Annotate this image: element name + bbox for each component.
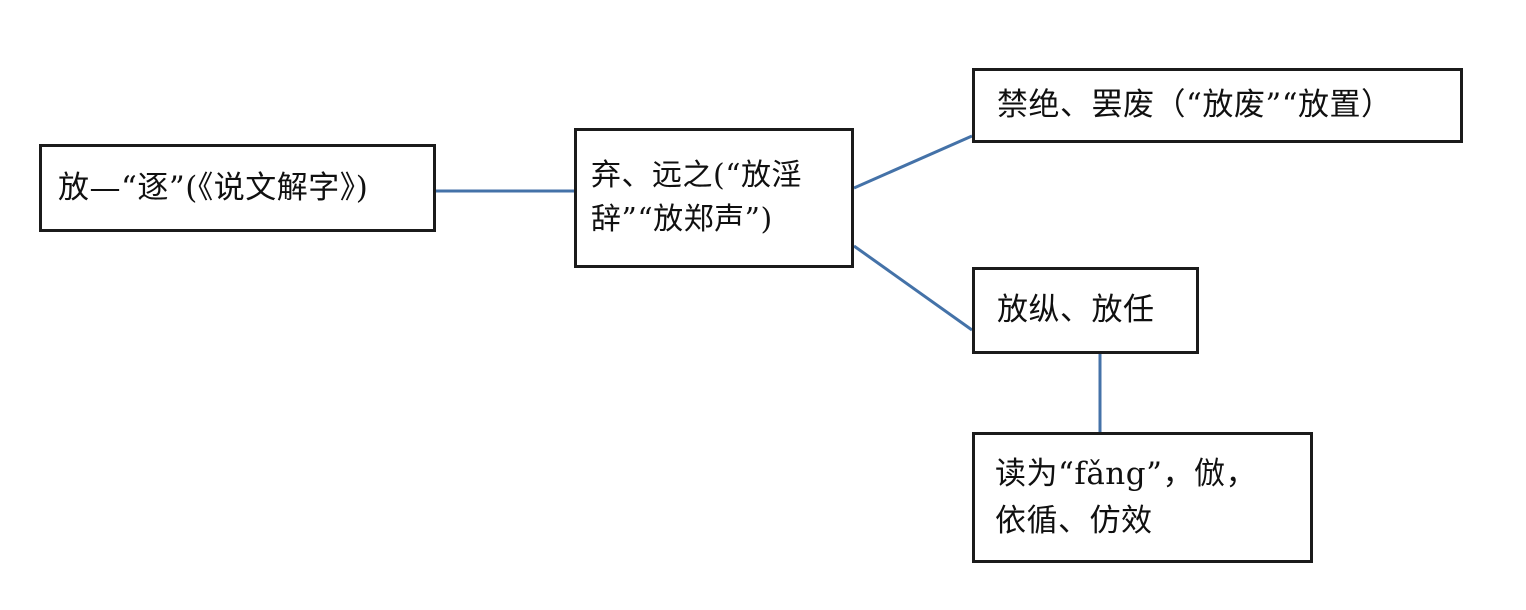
- prohibit-node[interactable]: 禁绝、罢废（“放废”“放置）: [972, 68, 1463, 143]
- branch-node[interactable]: 弃、远之(“放淫 辞”“放郑声”): [574, 128, 854, 268]
- connector-branch-indulge: [853, 244, 973, 332]
- pronounce-node-label: 读为“fǎng”，倣， 依循、仿效: [995, 456, 1257, 539]
- indulge-node[interactable]: 放纵、放任: [972, 267, 1199, 354]
- indulge-node-label: 放纵、放任: [997, 292, 1155, 329]
- pronounce-node[interactable]: 读为“fǎng”，倣， 依循、仿效: [972, 432, 1313, 563]
- root-node-label: 放—“逐”(《说文解字》): [58, 169, 369, 206]
- connector-branch-prohibit: [853, 134, 973, 190]
- root-node[interactable]: 放—“逐”(《说文解字》): [39, 144, 436, 232]
- branch-node-label: 弃、远之(“放淫 辞”“放郑声”): [591, 157, 803, 237]
- prohibit-node-label: 禁绝、罢废（“放废”“放置）: [997, 87, 1393, 124]
